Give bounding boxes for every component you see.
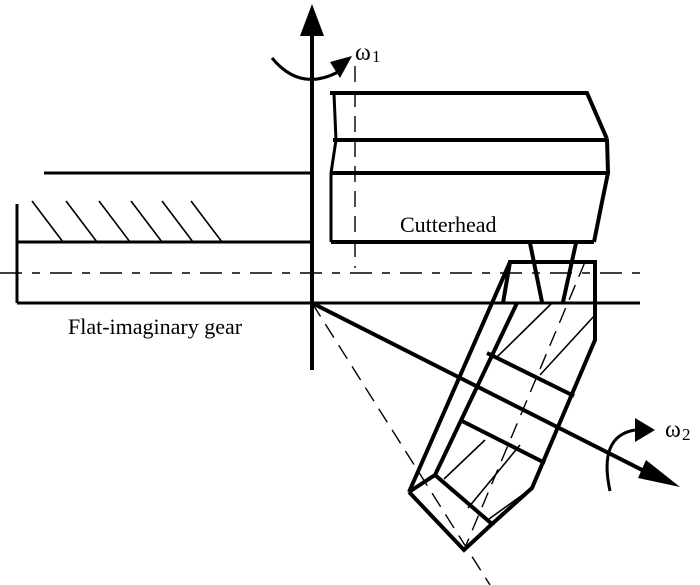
rotation-omega1: ω 1 bbox=[270, 40, 381, 81]
omega2-subscript: 2 bbox=[682, 425, 691, 444]
blade-left-flank bbox=[528, 242, 544, 303]
rotation-arrowhead bbox=[635, 418, 655, 442]
omega1-subscript: 1 bbox=[372, 47, 381, 66]
gear-bottom-box bbox=[407, 472, 496, 553]
gear-dashed-line bbox=[463, 261, 586, 551]
omega2-symbol: ω bbox=[665, 417, 681, 443]
cutter-blade bbox=[528, 242, 578, 303]
omega1-symbol: ω bbox=[355, 40, 371, 66]
gear-band-1 bbox=[486, 351, 575, 398]
pinion-axis bbox=[311, 301, 680, 487]
gear-thin-line-5 bbox=[488, 487, 533, 520]
cutterhead-left-edge bbox=[329, 93, 338, 242]
gear-thin-line-2 bbox=[539, 314, 596, 376]
arrow-down-right-icon bbox=[638, 460, 680, 487]
gear-band-2 bbox=[459, 418, 546, 465]
cutterhead-top-outline bbox=[330, 91, 609, 140]
rotation-omega2: ω 2 bbox=[605, 417, 691, 492]
gear-thin-line-4 bbox=[467, 444, 521, 509]
cutterhead: Cutterhead bbox=[329, 91, 611, 244]
gear-thin-line-1 bbox=[496, 302, 553, 358]
cutterhead-right-edge bbox=[592, 138, 611, 243]
cutter-axis bbox=[300, 4, 324, 370]
gear-top-block bbox=[501, 260, 597, 304]
cutterhead-label: Cutterhead bbox=[400, 212, 497, 237]
gear-hatching bbox=[31, 200, 223, 243]
rotation-arrowhead bbox=[330, 56, 352, 78]
gear-outer-edge-2 bbox=[433, 302, 519, 476]
flat-gear-label: Flat-imaginary gear bbox=[68, 314, 243, 339]
blade-right-flank bbox=[561, 242, 578, 303]
apex-dashed-line bbox=[311, 302, 491, 585]
arrow-up-icon bbox=[300, 4, 324, 36]
rotation-arrow-icon bbox=[270, 57, 339, 81]
pinion-axis-line bbox=[311, 301, 651, 476]
work-gear bbox=[407, 260, 597, 553]
flat-imaginary-gear bbox=[15, 171, 640, 305]
gear-right-edge bbox=[490, 303, 597, 526]
gear-thin-line-3 bbox=[443, 439, 486, 480]
rotation-arrow-icon bbox=[605, 428, 636, 492]
